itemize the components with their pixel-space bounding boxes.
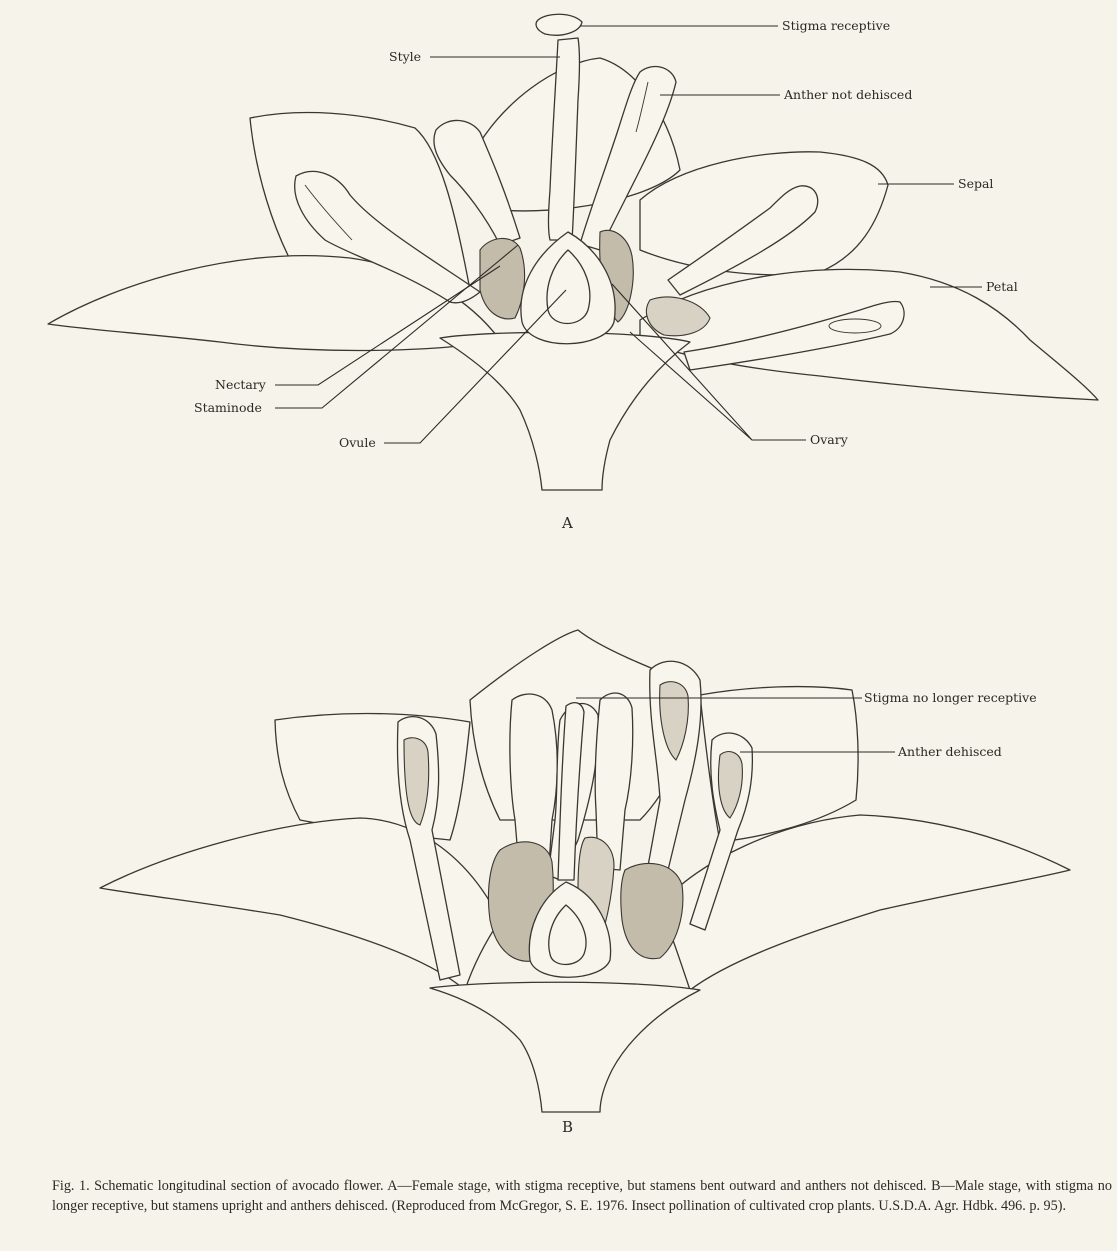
label-anther-not-dehisced: Anther not dehisced <box>783 87 912 102</box>
panel-b-nectary-right <box>621 863 683 958</box>
panel-a-drawing <box>48 14 1098 490</box>
label-ovary: Ovary <box>810 432 849 447</box>
label-style: Style <box>389 49 421 64</box>
figure-caption: Fig. 1. Schematic longitudinal section o… <box>52 1176 1112 1216</box>
panel-b-letter: B <box>562 1118 573 1136</box>
label-stigma-no-longer-receptive: Stigma no longer receptive <box>864 690 1037 705</box>
label-stigma-receptive: Stigma receptive <box>782 18 890 33</box>
panel-a-receptacle <box>440 332 690 490</box>
label-anther-dehisced: Anther dehisced <box>897 744 1002 759</box>
panel-a-style <box>549 38 580 240</box>
panel-a-letter: A <box>561 514 573 532</box>
label-ovule: Ovule <box>339 435 376 450</box>
panel-a-nectary-left <box>480 238 525 318</box>
label-staminode: Staminode <box>194 400 262 415</box>
label-petal: Petal <box>986 279 1018 294</box>
panel-a-stigma <box>536 14 582 35</box>
panel-b-receptacle <box>430 982 700 1112</box>
label-sepal: Sepal <box>958 176 993 191</box>
label-nectary: Nectary <box>215 377 267 392</box>
